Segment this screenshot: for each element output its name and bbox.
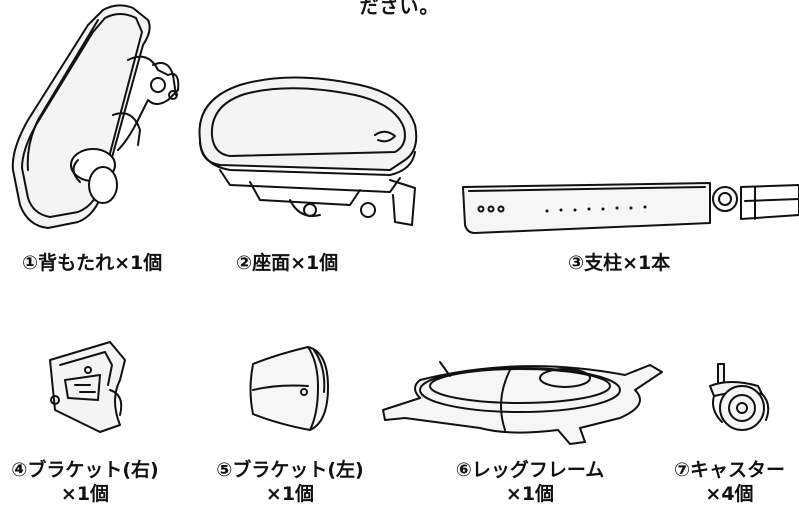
part-label-leg-frame: ⑥レッグフレーム ×1個 [455,459,605,505]
part-support-pole [455,175,799,235]
bracket-left-icon [249,346,329,431]
part-seat [190,70,425,230]
part-label-caster: ⑦キャスター ×4個 [673,459,786,505]
part-label-support-pole: ③支柱×1本 [568,252,671,274]
part-label-seat: ②座面×1個 [236,252,339,274]
caster-icon [709,363,770,431]
bracket-right-icon [49,341,126,433]
part-label-bracket-left: ⑤ブラケット(左) ×1個 [216,459,364,505]
seat-icon [198,76,418,226]
part-bracket-right [40,340,140,435]
header-fragment: ださい。 [359,0,440,18]
part-bracket-left [248,342,333,434]
part-leg-frame [380,350,665,445]
part-caster [700,360,785,435]
part-label-bracket-right: ④ブラケット(右) ×1個 [11,459,159,505]
support-pole-icon [462,182,799,234]
part-label-backrest: ①背もたれ×1個 [22,252,163,274]
backrest-icon [11,4,180,229]
part-backrest [8,0,193,235]
leg-frame-icon [382,361,663,445]
